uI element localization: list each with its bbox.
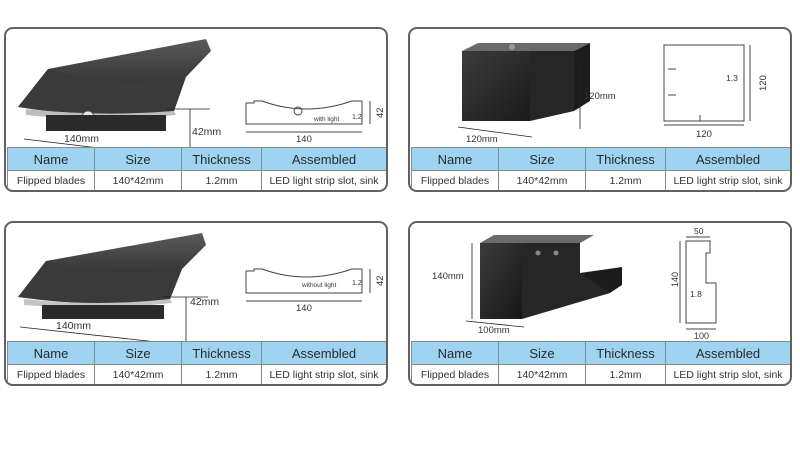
header-thickness: Thickness: [585, 147, 666, 171]
header-thickness: Thickness: [585, 341, 666, 365]
spec-value-row: Flipped blades 140*42mm 1.2mm LED light …: [411, 170, 790, 190]
spec-table-1: Name Size Thickness Assembled Flipped bl…: [7, 147, 386, 190]
drawing-top-width: 50: [694, 226, 704, 236]
drawing-thickness: 1.8: [690, 289, 702, 299]
drawing-height: 120: [758, 75, 769, 91]
cross-section-drawing-1: [245, 100, 371, 133]
drawing-note: with light: [313, 116, 339, 123]
height-label: 120mm: [584, 91, 616, 102]
dimension-lines-1: [23, 108, 210, 147]
spec-header-row: Name Size Thickness Assembled: [411, 341, 790, 365]
l-profile-3d: [480, 235, 622, 319]
header-assembled: Assembled: [665, 341, 790, 365]
drawing-width: 140: [296, 303, 312, 314]
spec-value-row: Flipped blades 140*42mm 1.2mm LED light …: [411, 364, 790, 384]
length-label: 140mm: [64, 133, 99, 145]
aluminum-profile-3d: [18, 233, 206, 319]
value-size: 140*42mm: [498, 364, 586, 384]
value-thickness: 1.2mm: [181, 364, 262, 384]
drawing-thickness: 1.2: [352, 114, 362, 121]
header-size: Size: [498, 147, 586, 171]
product-figure-2: 120mm 120mm 1.3 120 120: [410, 29, 790, 147]
value-name: Flipped blades: [411, 364, 499, 384]
spec-value-row: Flipped blades 140*42mm 1.2mm LED light …: [7, 170, 386, 190]
spec-table-2: Name Size Thickness Assembled Flipped bl…: [411, 147, 790, 190]
value-assembled: LED light strip slot, sink: [261, 364, 386, 384]
header-name: Name: [7, 341, 95, 365]
width-label: 100mm: [478, 325, 510, 336]
drawing-height: 42: [375, 107, 386, 118]
value-thickness: 1.2mm: [585, 364, 666, 384]
length-label: 140mm: [56, 320, 91, 332]
profile-illustration-1: 140mm 42mm with light 1.2 140 42: [18, 39, 386, 147]
header-thickness: Thickness: [181, 341, 262, 365]
profile-illustration-3: 140mm 42mm without light 1.2 140 42: [18, 233, 386, 341]
spec-table-3: Name Size Thickness Assembled Flipped bl…: [7, 341, 386, 384]
drawing-thickness: 1.2: [352, 280, 362, 287]
header-assembled: Assembled: [261, 341, 386, 365]
product-figure-1: 140mm 42mm with light 1.2 140 42: [6, 29, 386, 147]
drawing-height: 140: [670, 272, 680, 287]
product-card-1: 140mm 42mm with light 1.2 140 42 Name Si…: [4, 27, 388, 192]
value-name: Flipped blades: [411, 170, 499, 190]
dimension-lines-2: [457, 59, 581, 138]
product-card-3: 140mm 42mm without light 1.2 140 42 Name…: [4, 221, 388, 386]
cross-section-drawing-3: [245, 268, 371, 302]
drawing-width: 100: [694, 331, 709, 341]
square-profile-3d: [462, 43, 590, 121]
spec-header-row: Name Size Thickness Assembled: [411, 147, 790, 171]
product-figure-3: 140mm 42mm without light 1.2 140 42: [6, 223, 386, 341]
profile-illustration-4: 140mm 100mm 50 1.8 100 140: [432, 226, 717, 341]
value-name: Flipped blades: [7, 170, 95, 190]
header-name: Name: [7, 147, 95, 171]
product-card-2: 120mm 120mm 1.3 120 120 Name Size Thickn…: [408, 27, 792, 192]
product-card-4: 140mm 100mm 50 1.8 100 140 Name Size Thi…: [408, 221, 792, 386]
width-label: 120mm: [466, 134, 498, 145]
dimension-lines-4: [465, 243, 525, 328]
drawing-note: without light: [301, 282, 337, 289]
height-label: 140mm: [432, 271, 464, 282]
drawing-width: 140: [296, 134, 312, 145]
value-name: Flipped blades: [7, 364, 95, 384]
header-thickness: Thickness: [181, 147, 262, 171]
spec-header-row: Name Size Thickness Assembled: [7, 147, 386, 171]
header-size: Size: [94, 147, 182, 171]
value-thickness: 1.2mm: [585, 170, 666, 190]
aluminum-profile-3d: [18, 39, 211, 131]
drawing-width: 120: [696, 129, 712, 140]
spec-table-4: Name Size Thickness Assembled Flipped bl…: [411, 341, 790, 384]
value-size: 140*42mm: [94, 364, 182, 384]
cross-section-drawing-4: [679, 236, 717, 330]
dimension-lines-3: [19, 296, 208, 341]
height-label: 42mm: [190, 296, 219, 308]
header-assembled: Assembled: [261, 147, 386, 171]
header-name: Name: [411, 341, 499, 365]
drawing-height: 42: [375, 275, 386, 286]
value-size: 140*42mm: [498, 170, 586, 190]
value-assembled: LED light strip slot, sink: [261, 170, 386, 190]
header-size: Size: [498, 341, 586, 365]
value-assembled: LED light strip slot, sink: [665, 364, 790, 384]
header-size: Size: [94, 341, 182, 365]
product-figure-4: 140mm 100mm 50 1.8 100 140: [410, 223, 790, 341]
drawing-thickness: 1.3: [726, 73, 738, 83]
profile-illustration-2: 120mm 120mm 1.3 120 120: [457, 43, 769, 145]
spec-header-row: Name Size Thickness Assembled: [7, 341, 386, 365]
cross-section-drawing-2: [663, 44, 751, 126]
value-assembled: LED light strip slot, sink: [665, 170, 790, 190]
height-label: 42mm: [192, 126, 221, 138]
spec-value-row: Flipped blades 140*42mm 1.2mm LED light …: [7, 364, 386, 384]
value-thickness: 1.2mm: [181, 170, 262, 190]
header-name: Name: [411, 147, 499, 171]
value-size: 140*42mm: [94, 170, 182, 190]
header-assembled: Assembled: [665, 147, 790, 171]
